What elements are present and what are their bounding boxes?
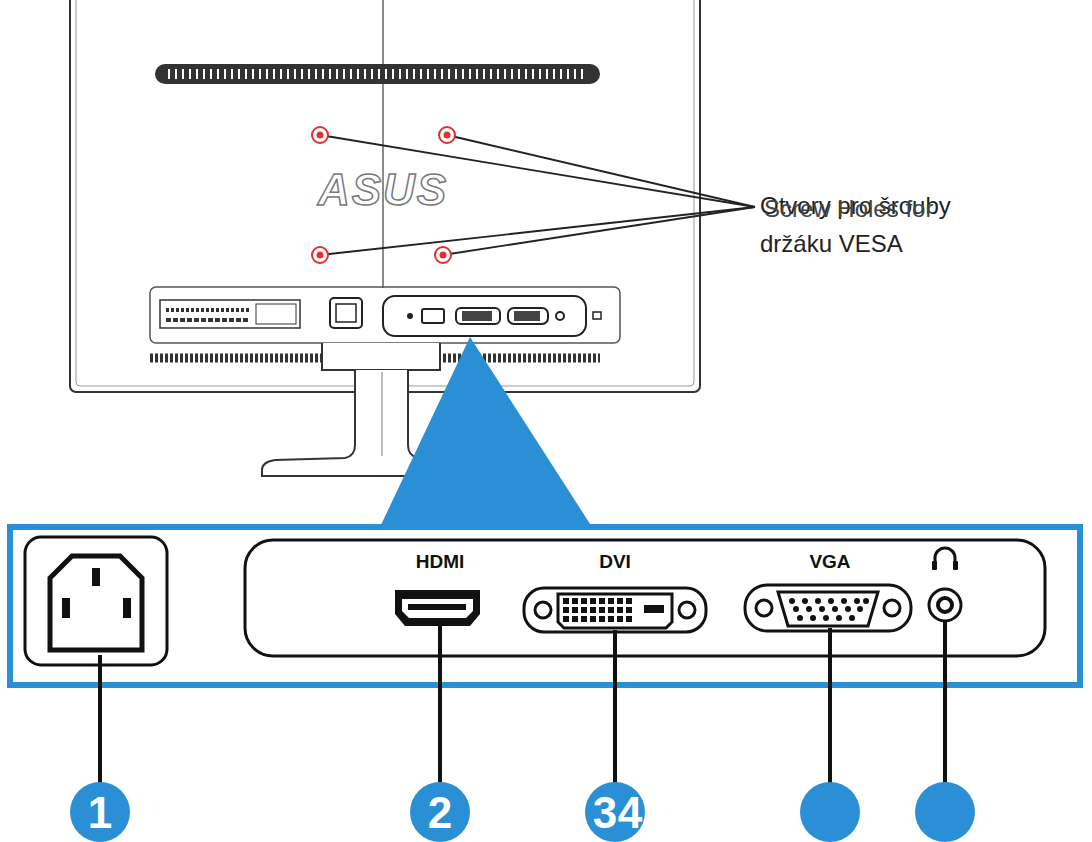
callout-number: 1 <box>88 791 112 835</box>
center-seam <box>382 0 384 288</box>
small-dvi <box>456 308 500 324</box>
power-pin <box>92 568 100 586</box>
small-hdmi <box>422 309 444 323</box>
headphone-icon <box>932 561 937 570</box>
power-pin <box>123 598 131 618</box>
monitor-body <box>70 0 700 392</box>
dvi-pins <box>562 597 634 624</box>
sticker-print <box>166 308 250 312</box>
top-vent <box>155 64 600 84</box>
zoom-callout <box>380 337 592 527</box>
headphone-icon <box>953 561 958 570</box>
hdmi-port-contacts <box>408 604 466 610</box>
headphone-icon <box>935 548 955 566</box>
port-label: HDMI <box>416 552 465 571</box>
power-pin <box>62 598 70 618</box>
callout-text: držáku VESA <box>760 232 903 256</box>
callout-text: Screw Holes for <box>764 197 933 221</box>
dvi-screw <box>535 602 551 618</box>
callout-number: 3 <box>593 791 617 835</box>
vga-port-body <box>778 592 878 626</box>
power-socket <box>25 537 167 665</box>
vga-port <box>745 585 911 631</box>
dvi-port <box>524 588 706 632</box>
brand-logo: ASUS <box>318 168 448 212</box>
audio-jack <box>929 589 961 621</box>
callout-circles <box>70 782 975 842</box>
vga-screw <box>884 600 900 616</box>
small-port-bay <box>383 296 586 336</box>
port-panel <box>245 540 1045 656</box>
small-vga <box>508 308 548 324</box>
top-vent-slots <box>168 69 588 79</box>
small-power-socket <box>330 298 362 328</box>
zoom-frame <box>10 527 1080 685</box>
sticker-box <box>256 304 296 324</box>
stand-hinge <box>322 343 440 370</box>
dvi-blade <box>644 605 664 613</box>
stand-seam <box>382 372 383 456</box>
sticker-print <box>166 318 250 322</box>
callout-number: 2 <box>428 791 452 835</box>
small-jack <box>407 313 413 319</box>
vesa-screw-holes <box>312 127 455 263</box>
port-label: VGA <box>809 552 850 571</box>
monitor-bezel <box>76 0 694 386</box>
small-audio-jack <box>556 312 564 320</box>
rating-sticker <box>160 300 300 328</box>
hdmi-port <box>395 590 480 626</box>
lower-band <box>150 287 620 343</box>
lock-slot <box>593 312 601 319</box>
bottom-vent <box>150 354 330 363</box>
vga-screw <box>756 600 772 616</box>
hdmi-port-slot <box>402 599 473 618</box>
small-dvi-pins <box>462 311 492 321</box>
callout-leader-lines <box>100 621 945 790</box>
vga-pins <box>789 598 869 621</box>
audio-jack-hole <box>938 598 952 612</box>
dvi-port-body <box>558 594 672 628</box>
power-socket-inner <box>50 556 142 650</box>
dvi-screw <box>679 602 695 618</box>
callout-number: 4 <box>618 791 642 835</box>
small-power-socket-inner <box>336 304 356 322</box>
port-label: DVI <box>599 552 631 571</box>
small-vga-pins <box>514 311 540 321</box>
